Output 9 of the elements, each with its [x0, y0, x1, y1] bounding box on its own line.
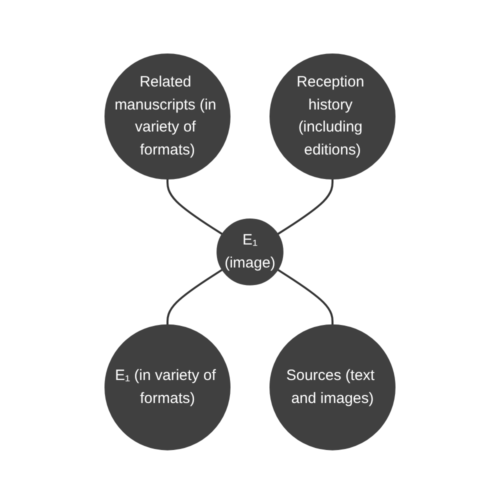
connector: [277, 179, 334, 236]
node-circle: E₁ (in variety of formats): [104, 324, 230, 450]
connector: [277, 268, 334, 325]
node-circle: Sources (text and images): [270, 324, 396, 450]
node-circle: Reception history (including editions): [270, 54, 396, 180]
connector: [166, 268, 223, 325]
node-circle: Related manuscripts (in variety of formats): [104, 54, 230, 180]
connector: [166, 179, 223, 236]
node-circle: E₁ (image): [216, 218, 284, 286]
